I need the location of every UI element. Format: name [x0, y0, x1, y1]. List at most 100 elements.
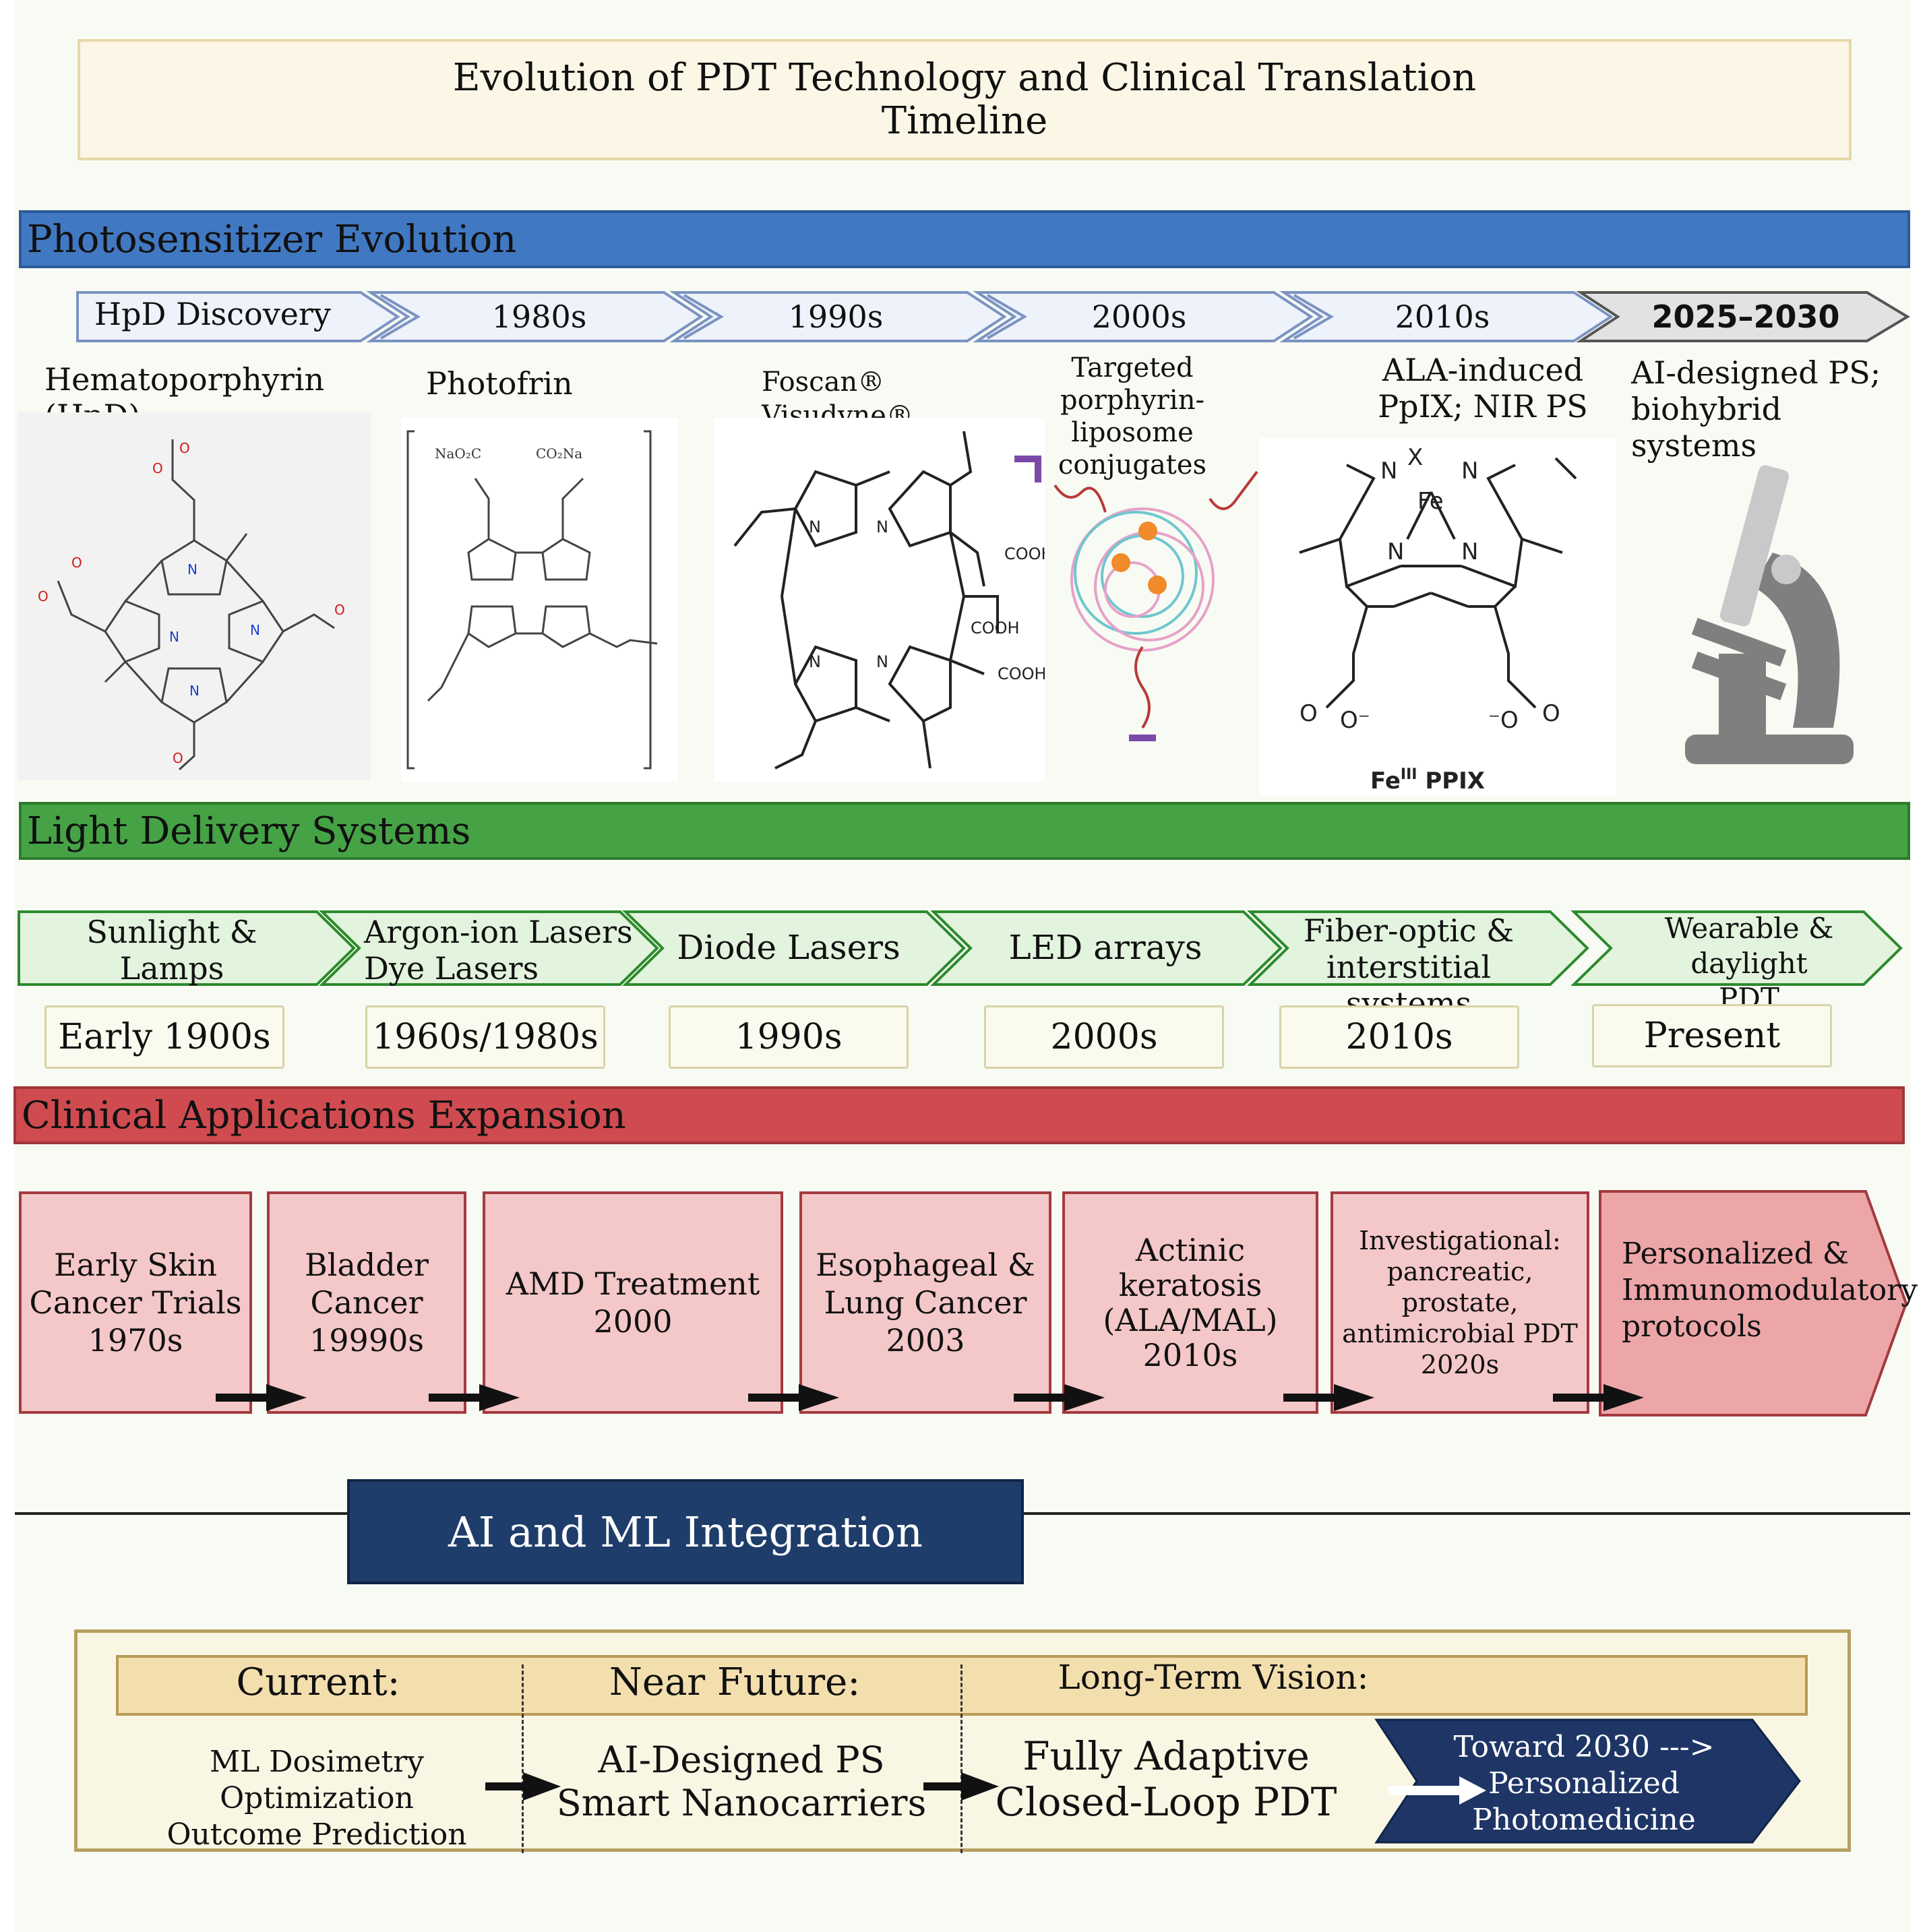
light-year-2: 1960s/1980s [365, 1005, 605, 1069]
ai-ml-title-box: AI and ML Integration [347, 1479, 1024, 1584]
ps-chevron-shape-6 [1576, 291, 1910, 342]
photofrin-structure-image: NaO₂C CO₂Na [401, 418, 677, 782]
ps-item-ala-label: ALA-induced PpIX; NIR PS [1378, 352, 1588, 425]
photofrin-na-1: NaO₂C [435, 445, 481, 462]
ps-item-photofrin-label: Photofrin [426, 365, 573, 402]
light-delivery-band-label: Light Delivery Systems [27, 809, 471, 853]
ps-chevron-shape-2 [366, 291, 704, 342]
clinical-box-2: Bladder Cancer 19990s [267, 1191, 466, 1414]
svg-text:O: O [173, 750, 183, 766]
arrow-right-icon [923, 1772, 999, 1801]
light-year-6: Present [1592, 1004, 1832, 1067]
photosensitizer-band-label: Photosensitizer Evolution [27, 217, 517, 261]
ps-chevron-shape-5 [1279, 291, 1614, 342]
ps-chevron-4: 2000s [1091, 299, 1187, 335]
ai-long-term-text: Fully Adaptive Closed-Loop PDT [995, 1733, 1337, 1825]
arrow-right-icon [429, 1384, 520, 1411]
svg-text:N: N [187, 561, 197, 578]
liposome-conjugate-image [1014, 456, 1258, 741]
ps-chevron-5: 2010s [1395, 299, 1490, 335]
light-year-3: 1990s [669, 1005, 909, 1069]
clinical-box-6: Investigational: pancreatic, prostate, a… [1331, 1191, 1589, 1414]
svg-text:Fe: Fe [1417, 488, 1444, 515]
clinical-arrows [216, 1384, 1644, 1411]
svg-text:N: N [250, 622, 260, 638]
svg-text:O: O [71, 555, 82, 571]
microscope-icon [1685, 465, 1854, 764]
svg-text:⁻O: ⁻O [1488, 707, 1519, 734]
svg-text:N: N [1387, 538, 1404, 565]
ai-divider-2 [960, 1664, 963, 1853]
ai-header-long-term: Long-Term Vision: [1058, 1658, 1369, 1697]
ai-near-future-text: AI-Designed PS Smart Nanocarriers [556, 1739, 927, 1824]
arrow-right-icon [1014, 1384, 1105, 1411]
svg-text:N: N [169, 629, 179, 645]
ps-chevron-3: 1990s [788, 299, 884, 335]
svg-text:N: N [189, 683, 200, 699]
ai-current-text: ML Dosimetry Optimization Outcome Predic… [166, 1745, 467, 1852]
arrow-right-icon [1388, 1776, 1486, 1805]
light-year-5: 2010s [1279, 1005, 1519, 1069]
photosensitizer-chevron-row [76, 291, 1910, 342]
ai-divider-1 [522, 1664, 524, 1853]
ps-item-liposome-label: Targeted porphyrin- liposome conjugates [1058, 352, 1207, 480]
svg-text:O⁻: O⁻ [1340, 707, 1370, 734]
svg-text:N: N [876, 518, 888, 536]
ai-header-current: Current: [236, 1660, 400, 1704]
photosensitizer-band: Photosensitizer Evolution [19, 210, 1910, 268]
light-chevron-6: Wearable & daylight PDT [1664, 912, 1834, 1015]
svg-text:N: N [1461, 538, 1478, 565]
page-title: Evolution of PDT Technology and Clinical… [78, 39, 1852, 160]
light-year-4: 2000s [984, 1005, 1224, 1069]
svg-text:O: O [38, 588, 49, 604]
arrow-right-icon [1283, 1384, 1374, 1411]
cooh-label-1: COOH [1004, 544, 1045, 563]
svg-text:X: X [1407, 444, 1423, 471]
ai-arrows [485, 1772, 999, 1801]
ps-item-ai-label: AI-designed PS; biohybrid systems [1631, 354, 1881, 464]
arrow-right-icon [748, 1384, 839, 1411]
title-line-1: Evolution of PDT Technology and Clinical… [452, 56, 1477, 100]
clinical-band-label: Clinical Applications Expansion [22, 1093, 626, 1138]
toward-2030-chevron [1374, 1718, 1801, 1844]
light-chevron-3: Diode Lasers [677, 928, 900, 967]
ps-chevron-6: 2025–2030 [1651, 299, 1840, 335]
svg-text:N: N [1380, 458, 1397, 485]
svg-text:O: O [152, 460, 163, 476]
light-chevron-1: Sunlight & Lamps [86, 914, 257, 987]
ai-ml-title: AI and ML Integration [448, 1507, 923, 1557]
ps-chevron-shape-3 [669, 291, 1007, 342]
svg-text:O: O [334, 602, 345, 618]
clinical-box-7: Personalized & Immunomodulatory protocol… [1622, 1237, 1918, 1344]
ps-chevron-1: HpD Discovery [94, 296, 331, 332]
cooh-label-3: COOH [998, 664, 1045, 683]
svg-text:N: N [876, 652, 888, 671]
arrow-right-icon [216, 1384, 307, 1411]
clinical-band: Clinical Applications Expansion [13, 1086, 1905, 1144]
svg-text:O: O [179, 440, 190, 456]
ps-chevron-shape-1 [76, 291, 400, 342]
clinical-box-3: AMD Treatment 2000 [483, 1191, 783, 1414]
clinical-box-7-shape [1599, 1190, 1908, 1416]
arrow-right-icon [1553, 1384, 1644, 1411]
photofrin-na-2: CO₂Na [536, 445, 582, 462]
svg-text:O: O [1542, 700, 1560, 727]
light-delivery-band: Light Delivery Systems [19, 802, 1910, 860]
light-year-1: Early 1900s [44, 1005, 284, 1069]
svg-text:N: N [809, 652, 821, 671]
ps-chevron-shape-4 [973, 291, 1314, 342]
clinical-box-4: Esophageal & Lung Cancer 2003 [799, 1191, 1051, 1414]
svg-text:O: O [1300, 700, 1318, 727]
light-chevron-4: LED arrays [1008, 928, 1202, 967]
ai-header-near-future: Near Future: [609, 1660, 861, 1704]
light-chevron-2: Argon-ion Lasers Dye Lasers [364, 914, 633, 987]
arrow-right-icon [485, 1772, 561, 1801]
svg-text:N: N [809, 518, 821, 536]
ps-chevron-2: 1980s [491, 299, 587, 335]
fe-ppix-caption: FeIII PPIX [1370, 766, 1485, 794]
clinical-box-5: Actinic keratosis (ALA/MAL) 2010s [1062, 1191, 1318, 1414]
title-line-2: Timeline [881, 99, 1048, 143]
